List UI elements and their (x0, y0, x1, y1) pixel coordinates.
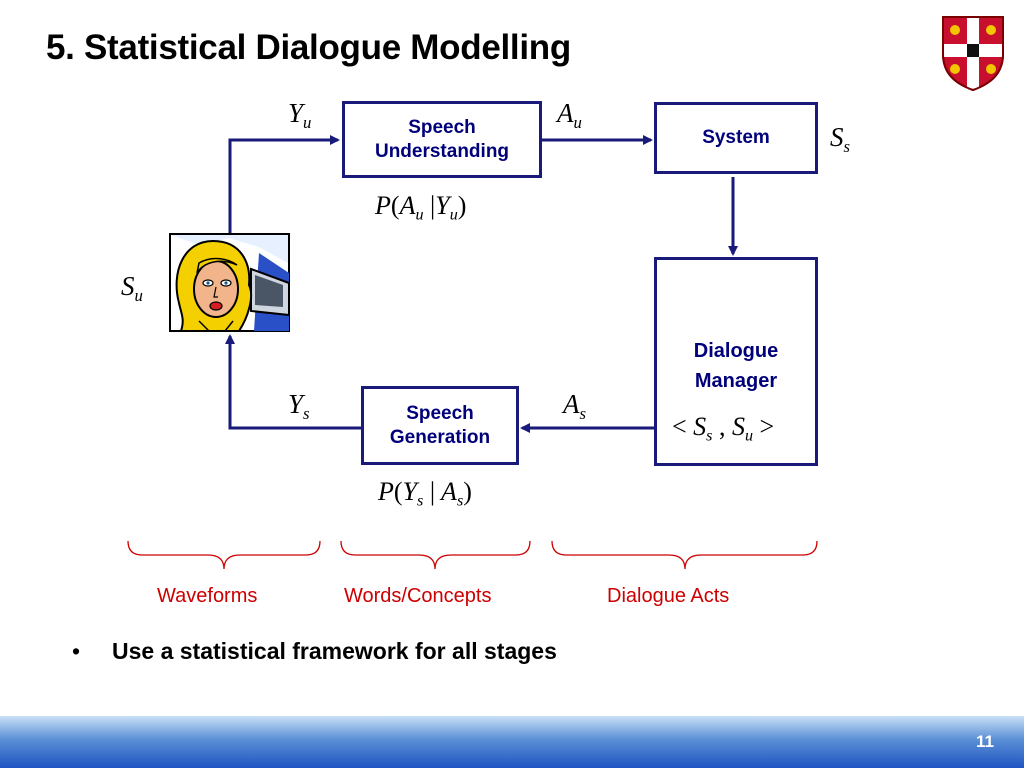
label-as: As (563, 389, 587, 423)
formula-p-ys-given-as: P(Ys | As) (378, 477, 472, 510)
dialogue-acts-label: Dialogue Acts (607, 585, 730, 607)
slide-title: 5. Statistical Dialogue Modelling (46, 28, 571, 67)
dialogue-state-formula: < Ss , Su > (672, 412, 775, 445)
label-au: Au (557, 98, 582, 132)
arrow-user-to-understanding (228, 135, 340, 233)
bullet-item: • Use a statistical framework for all sta… (72, 638, 557, 665)
speech-generation-label: Speech Generation (389, 402, 491, 448)
brace-dialogue-acts (551, 540, 818, 570)
speech-understanding-label: Speech Understanding (374, 116, 510, 162)
dialogue-manager-label: Dialogue Manager (693, 340, 779, 392)
user-at-computer-image (169, 233, 290, 332)
formula-p-au-given-yu: P(Au |Yu) (375, 191, 467, 224)
page-number: 11 (976, 732, 994, 751)
label-ss: Ss (830, 122, 851, 156)
system-label: System (702, 127, 770, 149)
speech-generation-box: Speech Generation (361, 386, 519, 465)
words-concepts-label: Words/Concepts (344, 585, 492, 607)
footer-bar: 11 (0, 716, 1024, 768)
dialogue-manager-box: Dialogue Manager (654, 257, 818, 466)
label-su: Su (121, 271, 143, 305)
brace-words-concepts (340, 540, 531, 570)
system-box: System (654, 102, 818, 174)
university-crest-icon (942, 16, 1004, 92)
arrow-generation-to-user (225, 334, 364, 430)
bullet-text: Use a statistical framework for all stag… (112, 638, 557, 664)
waveforms-label: Waveforms (157, 585, 258, 607)
label-ys: Ys (288, 389, 310, 423)
label-yu: Yu (288, 98, 312, 132)
bullet-marker: • (72, 638, 81, 664)
speech-understanding-box: Speech Understanding (342, 101, 542, 178)
brace-waveforms (127, 540, 321, 570)
